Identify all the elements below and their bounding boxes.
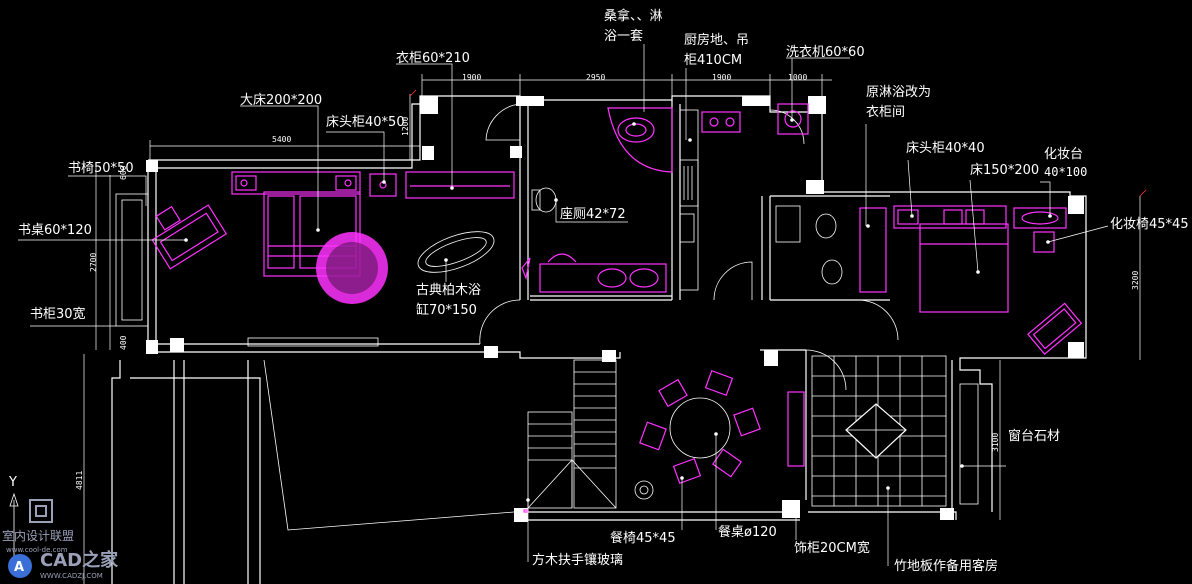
dim-600: 600 [119, 165, 128, 180]
wall-columns [146, 96, 1084, 522]
watermark-union-text: 室内设计联盟 [2, 528, 74, 543]
watermark-site: WWW.CADZJ.COM [40, 572, 103, 580]
label-bookcase: 书柜30宽 [30, 306, 86, 322]
label-wardrobe: 衣柜60*210 [396, 50, 470, 66]
leader-lines [18, 44, 1109, 566]
watermark-union: 室内设计联盟 www.cool-de.com [2, 499, 74, 554]
dim-2950: 2950 [586, 73, 605, 82]
label-nightstand-left: 床头柜40*50 [326, 115, 405, 130]
label-desk: 书桌60*120 [18, 223, 92, 238]
label-vanity-chair: 化妆椅45*45 [1110, 217, 1189, 232]
label-old-shower: 原淋浴改为 [866, 85, 931, 100]
label-dining-chair: 餐椅45*45 [610, 530, 676, 546]
label-old-shower-2: 衣柜间 [866, 104, 905, 120]
fixtures-white [247, 109, 979, 509]
label-kitchen-2: 柜410CM [684, 53, 742, 68]
dim-1900a: 1900 [462, 73, 481, 82]
label-window-sill: 窗台石材 [1008, 428, 1060, 444]
dim-2700: 2700 [89, 253, 98, 272]
label-stair-rail: 方木扶手镶玻璃 [532, 552, 623, 568]
watermark-brand: CAD之家 [40, 549, 119, 571]
dim-3200: 3200 [1131, 271, 1140, 290]
label-toilet: 座厕42*72 [560, 207, 626, 222]
label-bathtub-2: 缸70*150 [416, 302, 477, 318]
label-sauna: 桑拿、、淋 [604, 8, 663, 24]
label-vanity-size: 40*100 [1044, 165, 1087, 179]
walls [111, 95, 1087, 584]
dim-1900b: 1900 [712, 73, 731, 82]
axis-y-label: Y [8, 475, 17, 490]
label-vanity: 化妆台 [1044, 147, 1083, 162]
dim-3100: 3100 [991, 433, 1000, 452]
dim-1000: 1000 [788, 73, 807, 82]
cadzj-logo-icon [8, 554, 32, 578]
door-swings [479, 103, 899, 391]
label-cabinet: 饰柜20CM宽 [794, 540, 870, 556]
label-big-bed: 大床200*200 [240, 93, 322, 108]
watermark-union-site: www.cool-de.com [6, 546, 68, 554]
dim-1200: 1200 [401, 117, 410, 136]
furniture-magenta [151, 103, 1083, 513]
label-bathtub: 古典柏木浴 [416, 283, 481, 298]
label-guest-room: 竹地板作备用客房 [894, 558, 998, 574]
label-dining-table: 餐桌ø120 [718, 524, 777, 540]
label-bed-right: 床150*200 [970, 163, 1039, 178]
label-kitchen: 厨房地、吊 [684, 32, 749, 48]
dim-5400: 5400 [272, 135, 291, 144]
label-washer: 洗衣机60*60 [786, 44, 865, 60]
label-desk-chair: 书椅50*50 [68, 161, 134, 176]
svg-text:A: A [14, 560, 24, 575]
watermark-cadzj: A CAD之家 WWW.CADZJ.COM [8, 549, 119, 580]
ucs-axis-icon: Y [8, 475, 19, 560]
dim-4811: 4811 [75, 471, 84, 490]
label-nightstand-right: 床头柜40*40 [906, 141, 985, 156]
dim-400: 400 [119, 335, 128, 350]
label-sauna-2: 浴一套 [604, 28, 643, 44]
top-dimension-lines [83, 74, 1147, 584]
